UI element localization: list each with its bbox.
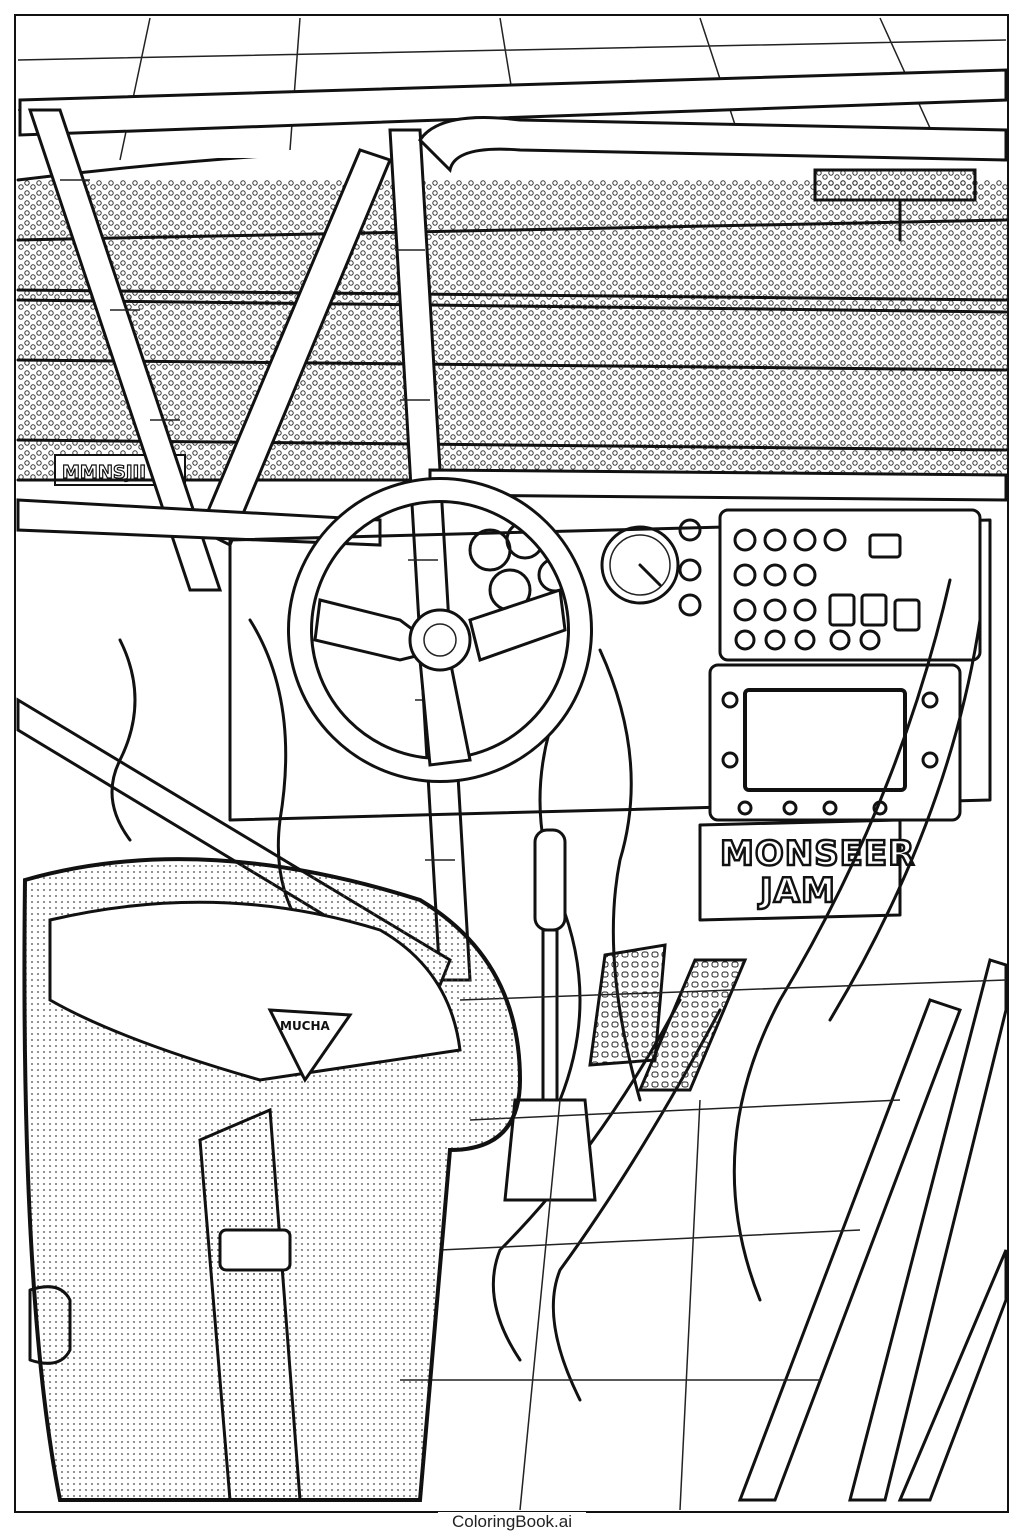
seat-badge [267, 1008, 353, 1083]
gear-shifter [503, 828, 597, 1202]
dashboard-label-line1: MONSEER [720, 834, 915, 874]
steering-wheel [287, 477, 593, 783]
roll-cage [16, 68, 1008, 1502]
speedometer-gauge [600, 525, 680, 605]
watermark-text: ColoringBook.ai [437, 1512, 586, 1531]
seat-belt [198, 1107, 302, 1502]
gas-pedal [637, 958, 748, 1092]
stadium-stands: MMNSJII [16, 142, 1008, 486]
pedals [588, 943, 748, 1092]
horn-button [408, 608, 472, 672]
stadium-light-bank [813, 168, 977, 202]
stadium-sign-text: MMNSJII [62, 462, 146, 483]
belt-buckle [218, 1228, 292, 1272]
dashboard: MONSEER JAM [228, 508, 992, 922]
dashboard-label-line2: JAM [758, 871, 836, 911]
switch-panel [718, 508, 982, 662]
switch-buttons [733, 528, 921, 651]
driver-seat: MUCHA [22, 857, 523, 1502]
cab-floor [400, 979, 1007, 1511]
seat-badge-text: MUCHA [280, 1019, 331, 1033]
display-screen [743, 688, 907, 792]
watermark: ColoringBook.ai [0, 1512, 1024, 1532]
